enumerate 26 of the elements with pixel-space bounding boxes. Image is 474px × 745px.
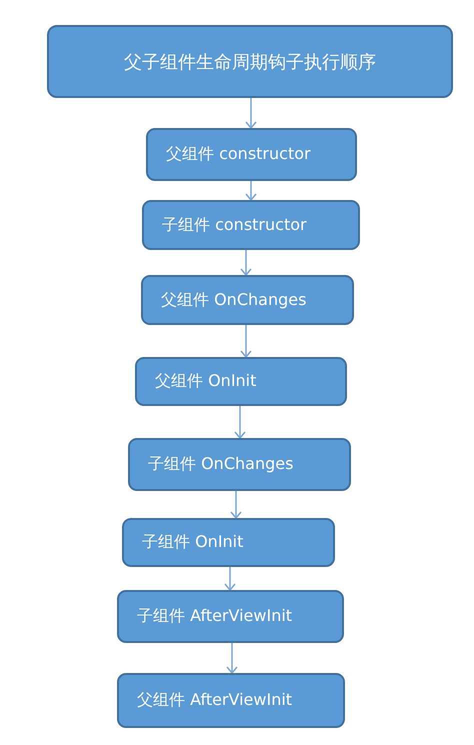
process-box [117, 673, 345, 728]
process-box [135, 357, 347, 406]
process-box [146, 128, 357, 181]
arrow [224, 567, 236, 591]
step-label: 父组件 OnChanges [161, 290, 306, 310]
arrow [230, 491, 242, 519]
process-box [141, 275, 354, 325]
title-box [47, 25, 453, 98]
step-label: 子组件 constructor [162, 214, 307, 236]
arrow [245, 181, 257, 201]
arrow [245, 98, 257, 129]
process-box [122, 518, 335, 567]
step-label: 子组件 AfterViewInit [137, 606, 292, 627]
step-label: 父组件 constructor [166, 144, 311, 165]
process-box [117, 590, 344, 643]
step-label: 父组件 OnInit [155, 371, 256, 392]
arrow [234, 406, 246, 439]
step-label: 父组件 AfterViewInit [137, 690, 292, 711]
step-label: 子组件 OnChanges [148, 454, 294, 475]
step-label: 子组件 OnInit [142, 532, 244, 553]
arrow [226, 643, 238, 674]
title-text: 父子组件生命周期钩子执行顺序 [124, 50, 376, 74]
arrow [240, 325, 252, 358]
arrow [240, 250, 252, 276]
process-box [128, 438, 351, 491]
process-box [142, 200, 360, 250]
